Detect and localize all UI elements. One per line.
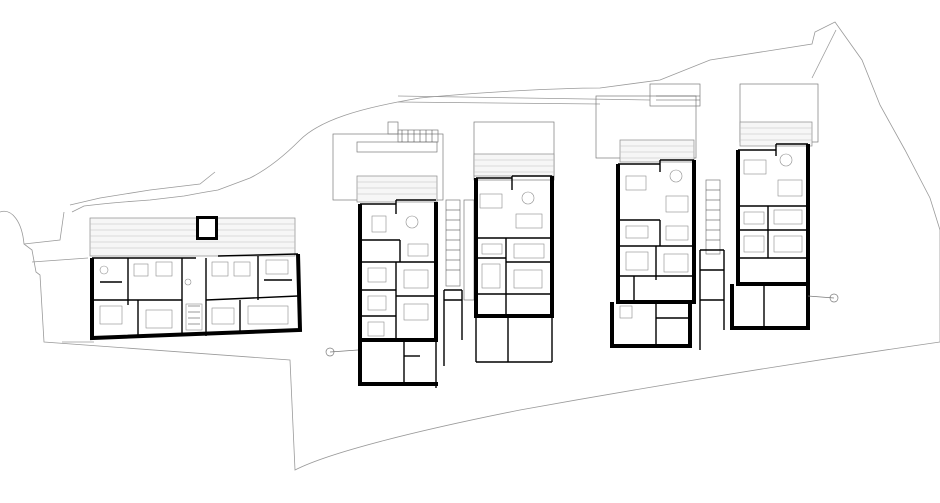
- building-1: [89, 216, 303, 341]
- building-5: [730, 83, 839, 330]
- building-4: [595, 83, 725, 350]
- building-2: [325, 121, 463, 388]
- site-boundary: [0, 21, 940, 471]
- building-3: [463, 121, 555, 363]
